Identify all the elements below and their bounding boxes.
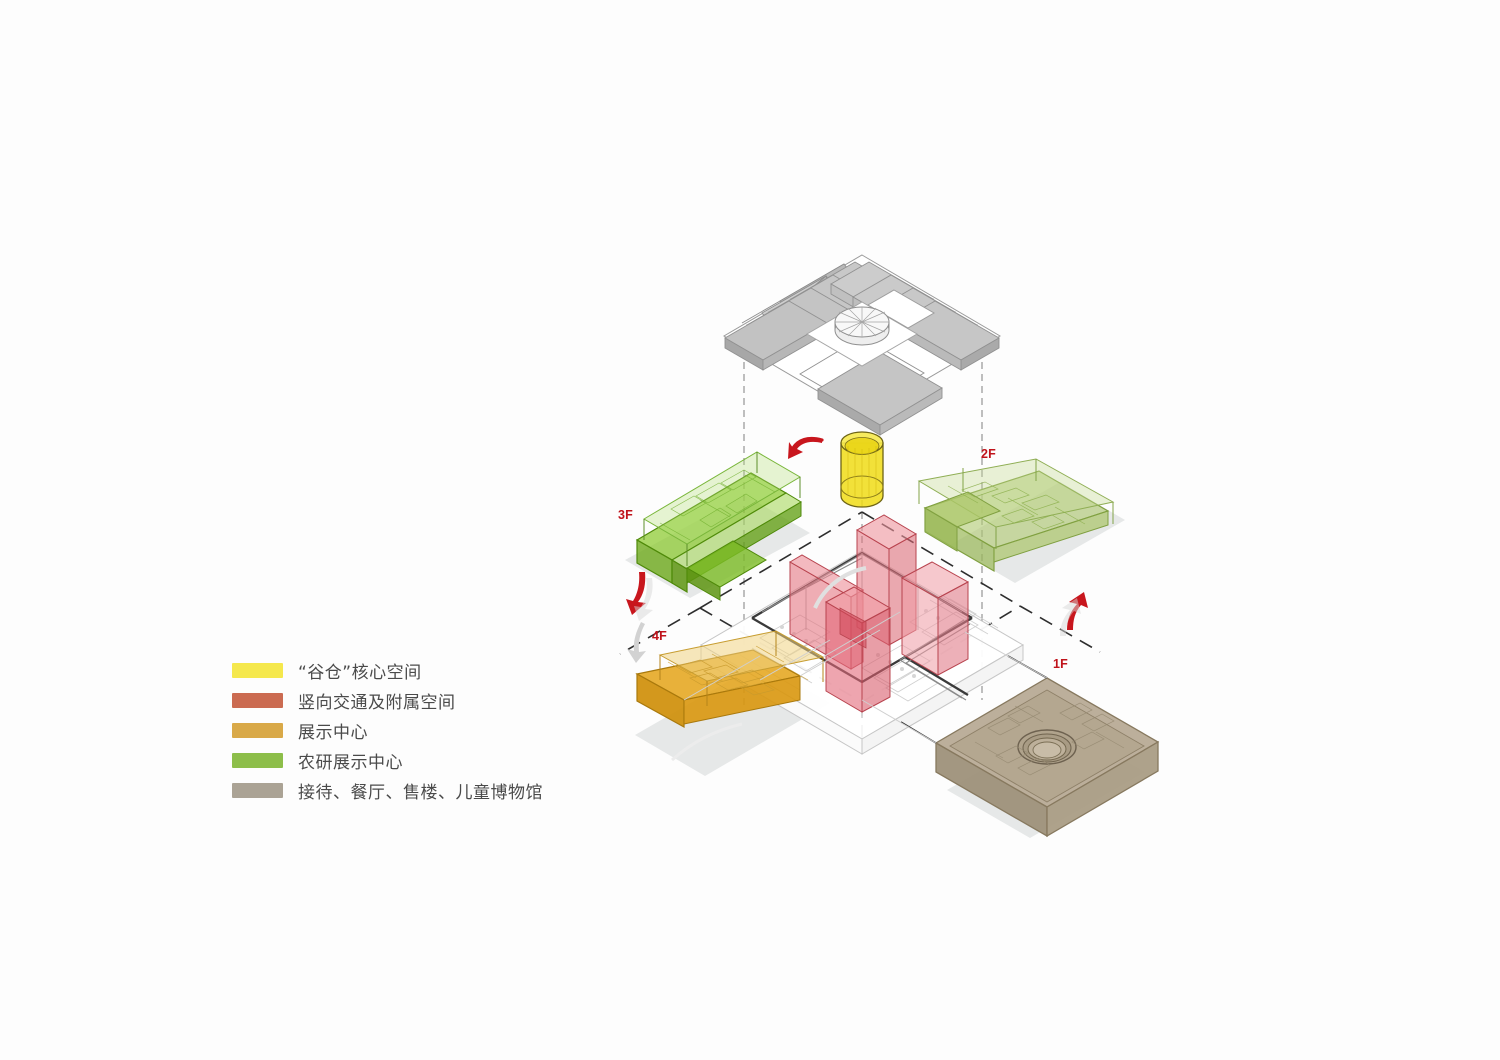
slab-4f-verticals xyxy=(659,631,824,706)
slab-4f-furniture xyxy=(667,645,809,696)
plate-1f-right xyxy=(1046,740,1159,838)
legend-label-agri-research: 农研展示中心 xyxy=(298,752,403,773)
arrow-swoosh-gray-2 xyxy=(670,722,743,762)
base-plate-right xyxy=(861,644,1024,755)
guide-diag-e xyxy=(619,607,701,655)
slab-4f-orange xyxy=(635,630,825,729)
legend-item: 竖向交通及附属空间 xyxy=(232,686,562,714)
legend-item: 接待、餐厅、售楼、儿童博物馆 xyxy=(232,776,562,804)
slab-3f-furniture xyxy=(659,469,776,541)
legend-label-vertical-circulation: 竖向交通及附属空间 xyxy=(298,692,456,713)
arrow-3f-down xyxy=(626,572,646,615)
slab-3f-notch-front xyxy=(686,567,721,601)
legend-swatch-reception xyxy=(232,782,283,798)
core-volume-red xyxy=(789,514,970,713)
legend-swatch-agri-research xyxy=(232,752,283,768)
slab-2f-notch-front xyxy=(924,507,958,552)
floor-tag-4f: 4F xyxy=(652,629,667,643)
legend-item: “谷仓”核心空间 xyxy=(232,656,562,684)
legend-swatch-vertical-circulation xyxy=(232,692,283,708)
slab-3f-verticals xyxy=(643,452,801,566)
cylinder-ribs xyxy=(847,446,877,498)
granary-cylinder xyxy=(840,431,884,508)
floor-tag-3f: 3F xyxy=(618,508,633,522)
guide-diag-f xyxy=(1019,605,1101,653)
floor-tag-2f: 2F xyxy=(981,447,996,461)
core-intersection xyxy=(839,607,867,649)
roof-terraced-canopy xyxy=(723,254,1001,436)
slab-2f-green xyxy=(917,458,1115,573)
arrow-4f-down-gray xyxy=(627,622,646,663)
legend-swatch-granary-core xyxy=(232,662,283,678)
arrow-1f-up-shadow xyxy=(1060,598,1081,636)
roof-bars-front xyxy=(799,336,943,436)
plate-1f-tan xyxy=(900,655,1160,838)
core-slab-right xyxy=(900,561,970,676)
arrow-3f-down-shadow xyxy=(634,578,653,621)
guide-diag-a xyxy=(699,511,863,609)
legend-item: 农研展示中心 xyxy=(232,746,562,774)
slab-2f-furniture xyxy=(947,481,1086,530)
roof-circular-skylight-icon xyxy=(834,306,890,346)
core-face-side xyxy=(937,581,969,676)
slab-3f-side xyxy=(671,558,688,594)
arrow-swoosh-gray xyxy=(813,566,867,609)
floor-tag-1f: 1F xyxy=(1053,657,1068,671)
legend-label-exhibition-center: 展示中心 xyxy=(298,722,368,743)
plate-1f-furniture xyxy=(974,702,1125,776)
legend: “谷仓”核心空间 竖向交通及附属空间 展示中心 农研展示中心 接待、餐厅、售楼、… xyxy=(232,656,562,806)
slab-2f-verticals xyxy=(918,459,1114,549)
slab-4f-front xyxy=(636,672,685,729)
legend-swatch-exhibition-center xyxy=(232,722,283,738)
legend-item: 展示中心 xyxy=(232,716,562,744)
legend-label-reception: 接待、餐厅、售楼、儿童博物馆 xyxy=(298,782,543,803)
wireframe-trails xyxy=(683,611,1048,744)
slab-2f-right xyxy=(993,510,1109,563)
roof-bar xyxy=(879,387,943,436)
legend-label-granary-core: “谷仓”核心空间 xyxy=(298,662,422,683)
slab-3f-green xyxy=(635,451,802,601)
plate-1f-atrium-void xyxy=(1017,729,1077,765)
roof-skylight-slot xyxy=(866,289,936,329)
core-face-side xyxy=(861,607,891,713)
arrow-cylinder-left xyxy=(788,436,824,459)
